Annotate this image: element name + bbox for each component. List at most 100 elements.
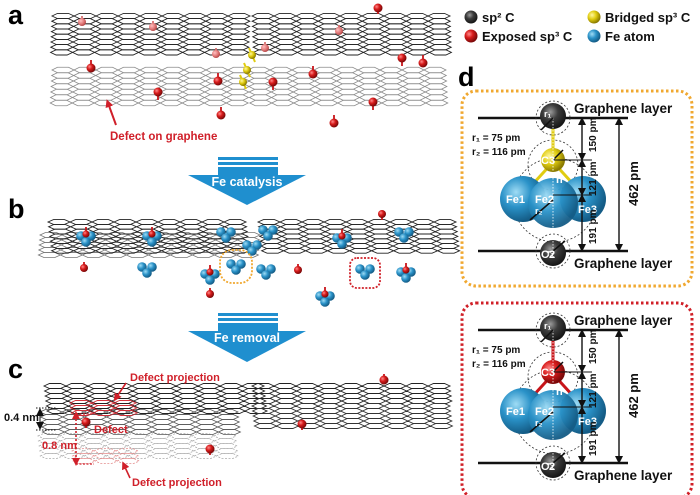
sp3-carbon-pin: [80, 262, 88, 272]
fe-atom: [263, 231, 273, 241]
legend: sp² C Bridged sp³ C Exposed sp³ C Fe ato…: [464, 10, 691, 44]
exposed-sp3-carbon: [294, 266, 302, 274]
upper-graphene-sheet-left: [49, 12, 252, 56]
fe1-label: Fe1: [506, 406, 525, 418]
exposed-sp3-carbon-faint: [149, 23, 157, 31]
graphene-sheets-c: [37, 383, 454, 459]
defect-projection-bottom-label: Defect projection: [132, 477, 222, 489]
bottom-graphene-layer-label: Graphene layer: [574, 256, 673, 271]
top-graphene-layer-label: Graphene layer: [574, 101, 673, 116]
sp3-carbon-pin: [418, 55, 428, 68]
exposed-sp3-carbon: [397, 53, 407, 63]
sp3-carbon-pin: [78, 16, 86, 26]
fe3-cluster: [200, 265, 220, 285]
h-label: h: [556, 386, 563, 398]
graphene-sheets-a: [49, 12, 453, 107]
fe3-cluster: [76, 227, 96, 247]
sp3-carbon-pin: [81, 417, 91, 428]
r1-definition: r₁ = 75 pm: [472, 133, 520, 144]
fe2-label: Fe2: [535, 406, 554, 418]
top-graphene-layer-label: Graphene layer: [574, 313, 673, 328]
exposed-sp3-carbon: [329, 118, 339, 128]
legend-item-sp2-c: sp² C: [464, 10, 515, 25]
sp3-carbon-pin: [294, 264, 302, 274]
exposed-site-highlight: [349, 257, 381, 289]
r1-label-top: r₁: [544, 321, 552, 331]
sp3-carbon-pin: [261, 42, 269, 52]
upper-graphene-sheet-c-right: [250, 383, 453, 404]
fe3-cluster: [355, 264, 375, 280]
dim-462-label: 462 pm: [626, 373, 641, 418]
sp3-carbon-pin: [335, 25, 343, 35]
sp3-carbon-pin: [379, 374, 389, 385]
exposed-sp3-carbon: [338, 232, 346, 240]
fe3-label: Fe3: [578, 204, 597, 216]
sp3-carbon-pin: [86, 60, 96, 73]
fe-removal-label: Fe removal: [214, 331, 280, 345]
exposed-sp3-carbon: [82, 230, 90, 238]
lower-graphene-sheet-c-right: [250, 403, 454, 429]
model-frame: [460, 89, 694, 288]
fe-atom: [320, 297, 330, 307]
sp3-carbon-pin: [308, 66, 318, 79]
fe-atom: [399, 233, 409, 243]
upper-graphene-sheet-b-right: [256, 219, 461, 254]
sp3-carbon-pin: [297, 419, 307, 430]
panel-letter-a: a: [8, 0, 24, 30]
spacing-08-label: 0.8 nm: [42, 440, 77, 452]
r2-label: r₂: [535, 206, 543, 216]
bottom-graphene-layer-label: Graphene layer: [574, 468, 673, 483]
fe3-cluster: [315, 287, 335, 307]
fe3-cluster: [226, 259, 246, 275]
fe3-cluster: [142, 227, 162, 247]
fe-atom: [142, 268, 152, 278]
legend-label: Bridged sp³ C: [605, 10, 691, 25]
exposed-sp3-carbon: [206, 268, 214, 276]
top-sp2-carbon: [540, 315, 566, 341]
defect-projection-top-label: Defect projection: [130, 372, 220, 384]
c3-label: C3: [541, 155, 555, 167]
exposed-sp3-carbon-sphere-icon: [464, 29, 478, 43]
top-sp2-carbon: [540, 103, 566, 129]
defect-projection-bottom-pointer: [122, 461, 131, 479]
atoms-c: [81, 374, 389, 455]
fe-atom: [360, 270, 370, 280]
exposed-sp3-carbon: [297, 419, 307, 429]
fe-atom: [231, 265, 241, 275]
r2-definition: r₂ = 116 pm: [472, 359, 526, 370]
panel-letter-c: c: [8, 354, 23, 384]
fe-removal-arrow: Fe removal: [188, 313, 306, 362]
dim-121-label: 121 pm: [588, 373, 599, 408]
fe2-label: Fe2: [535, 194, 554, 206]
sp3-carbon-pin: [213, 73, 223, 86]
exposed-sp3-carbon: [308, 69, 318, 79]
r1-label-bottom: r₁: [547, 248, 555, 258]
dim-191-label: 191 pm: [588, 209, 599, 244]
bridged-sp3-carbon-sphere-icon: [587, 10, 601, 24]
defect-on-graphene-label: Defect on graphene: [110, 131, 217, 143]
exposed-sp3-carbon: [216, 110, 226, 120]
model-frame: [460, 301, 694, 495]
lower-graphene-sheet-left: [49, 66, 251, 107]
fe-atom: [401, 273, 411, 283]
r1-label-top: r₁: [544, 109, 552, 119]
panel-a: a Defect on graphene: [8, 0, 453, 143]
exposed-sp3-carbon-faint: [261, 44, 269, 52]
c3-label: C3: [541, 367, 555, 379]
dim-150-label: 150 pm: [588, 117, 599, 152]
legend-label: Fe atom: [605, 29, 655, 44]
legend-label: Exposed sp³ C: [482, 29, 573, 44]
fe3-cluster: [396, 263, 416, 283]
fe1-label: Fe1: [506, 194, 525, 206]
legend-label: sp² C: [482, 10, 515, 25]
sp3-carbon-pin: [368, 97, 378, 110]
panel-b: b: [8, 194, 461, 307]
exposed-sp3-carbon: [153, 87, 163, 97]
exposed-sp3-carbon: [368, 97, 378, 107]
fe3-label: Fe3: [578, 416, 597, 428]
exposed-sp3-carbon: [379, 375, 389, 385]
sp3-carbon-pin: [149, 21, 157, 31]
defect-pointer-arrow: [105, 99, 117, 126]
exposed-sp3-carbon: [205, 444, 215, 454]
